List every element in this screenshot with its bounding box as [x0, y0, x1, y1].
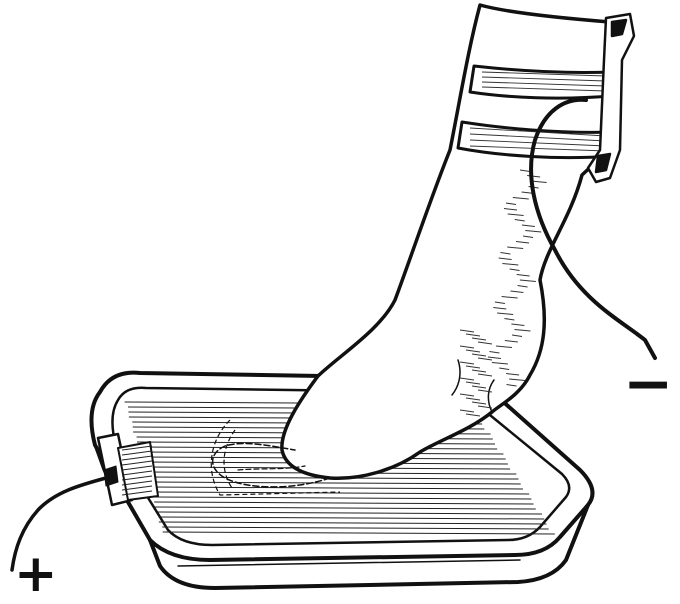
positive-terminal-label: +	[14, 548, 58, 600]
hatch-line	[158, 512, 542, 514]
hatch-line	[149, 482, 520, 484]
hatch-line	[150, 487, 523, 489]
hatch-line	[155, 507, 536, 509]
hatch-line	[158, 517, 544, 519]
hatch-line	[163, 532, 555, 534]
negative-terminal-label: −	[623, 354, 673, 414]
hatch-line	[154, 502, 533, 504]
hatch-line	[154, 497, 532, 499]
hatch-line	[162, 527, 548, 529]
hatch-line	[159, 522, 547, 524]
